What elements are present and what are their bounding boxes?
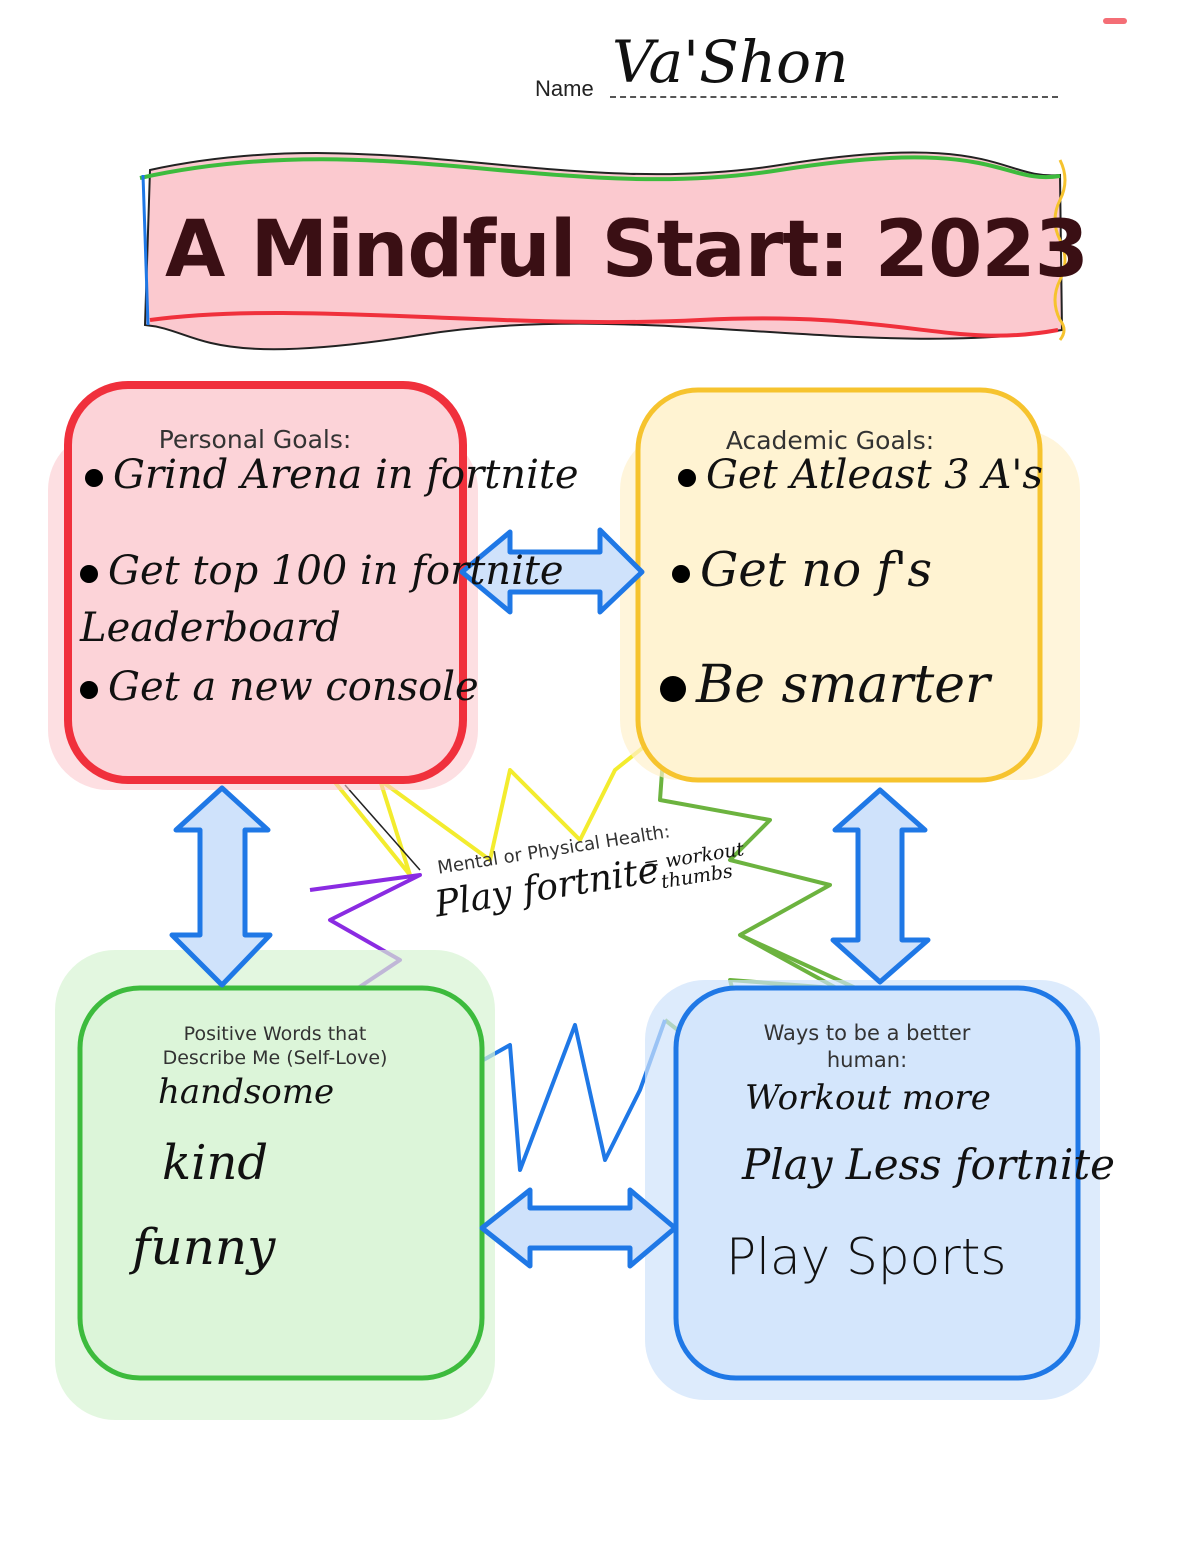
page-title: A Mindful Start: 2023 bbox=[165, 205, 1089, 295]
bullet-icon bbox=[85, 469, 103, 487]
better-human-item: Play Less fortnite bbox=[742, 1140, 1116, 1189]
personal-goals-heading: Personal Goals: bbox=[158, 425, 352, 454]
better-human-box bbox=[645, 980, 1100, 1400]
positive-word: handsome bbox=[158, 1072, 335, 1112]
better-human-heading: Ways to be a better human: bbox=[712, 1020, 1022, 1074]
arrow-bottom bbox=[479, 1187, 678, 1269]
arrow-top bbox=[459, 527, 645, 615]
name-label: Name bbox=[535, 76, 594, 101]
academic-goal-item: Be smarter bbox=[660, 655, 990, 715]
positive-word: kind bbox=[162, 1135, 269, 1191]
academic-goal-item: Get no f's bbox=[672, 542, 932, 598]
positive-words-heading-line: Describe Me (Self-Love) bbox=[162, 1047, 388, 1069]
arrow-left bbox=[169, 785, 273, 988]
personal-goal-item: Grind Arena in fortnite bbox=[85, 452, 579, 498]
personal-goal-item: Get a new console bbox=[80, 664, 479, 710]
name-value: Va'Shon bbox=[612, 28, 849, 96]
bullet-icon bbox=[80, 565, 98, 583]
better-human-item: Workout more bbox=[745, 1078, 991, 1118]
personal-goals-box bbox=[48, 381, 478, 790]
name-line bbox=[610, 96, 1058, 98]
better-human-heading-line: Ways to be a better bbox=[763, 1021, 971, 1045]
academic-goals-heading: Academic Goals: bbox=[725, 426, 935, 455]
personal-goal-item: Get top 100 in fortnite bbox=[80, 548, 564, 594]
better-human-item: Play Sports bbox=[726, 1228, 1007, 1286]
bullet-icon bbox=[80, 681, 98, 699]
academic-goals-box bbox=[620, 387, 1080, 783]
positive-word: funny bbox=[132, 1218, 276, 1276]
personal-goal-item: Leaderboard bbox=[80, 605, 341, 651]
positive-words-heading: Positive Words that Describe Me (Self-Lo… bbox=[120, 1022, 430, 1070]
bullet-icon bbox=[660, 675, 686, 702]
title-banner bbox=[139, 18, 1127, 351]
positive-words-heading-line: Positive Words that bbox=[183, 1023, 367, 1045]
positive-words-box bbox=[55, 950, 495, 1420]
bullet-icon bbox=[672, 564, 690, 583]
arrow-right bbox=[830, 787, 931, 985]
better-human-heading-line: human: bbox=[826, 1048, 908, 1072]
bullet-icon bbox=[678, 469, 696, 487]
academic-goal-item: Get Atleast 3 A's bbox=[678, 452, 1043, 498]
